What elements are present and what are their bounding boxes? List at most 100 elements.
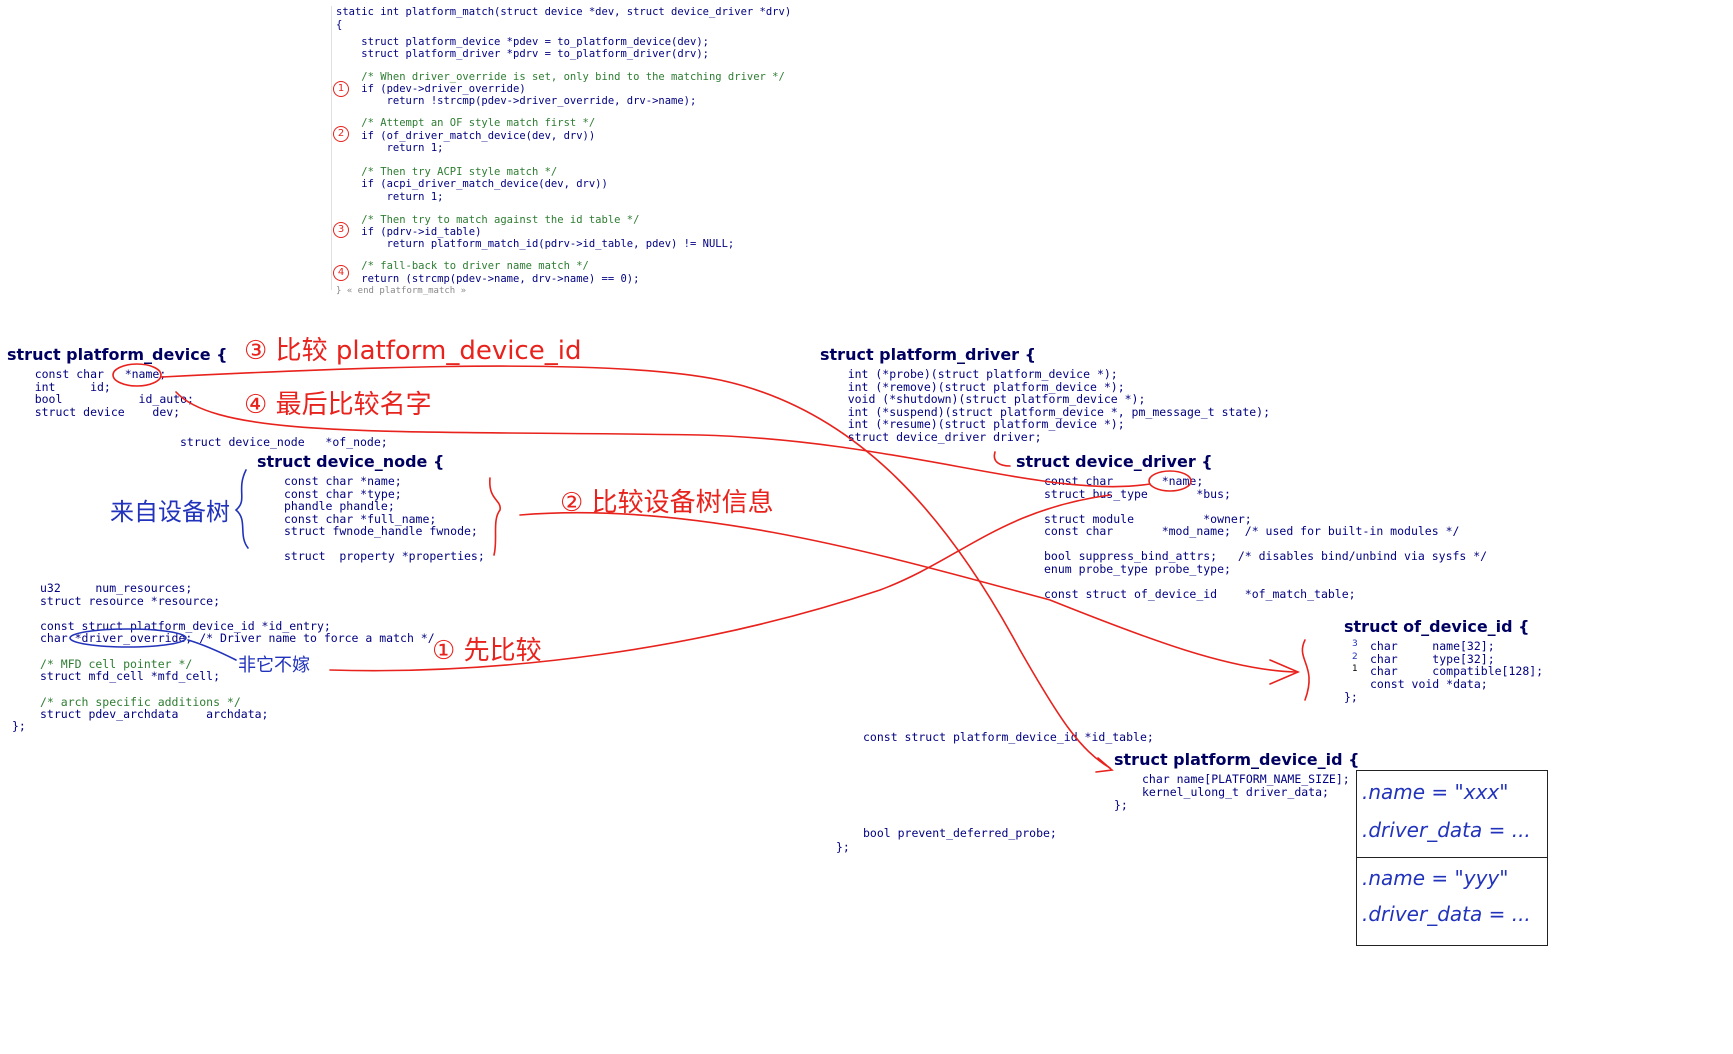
code-line: const char *full_name;: [284, 512, 437, 526]
platform-driver-struct: struct platform_driver { int (*probe)(st…: [820, 347, 1300, 448]
code-line: } « end platform_match »: [336, 286, 467, 296]
code-line: };: [1344, 690, 1358, 704]
code-line: struct module *owner;: [1044, 512, 1252, 526]
code-line: {: [336, 19, 343, 31]
code-line: char name[PLATFORM_NAME_SIZE];: [1142, 772, 1350, 786]
arrow-to-device-driver: [993, 451, 1011, 467]
code-comment: /* MFD cell pointer */: [40, 657, 193, 671]
struct-header: struct platform_device_id {: [1114, 750, 1360, 769]
marker-4: 4: [333, 263, 349, 281]
annotation-step4: ④ 最后比较名字: [244, 390, 432, 420]
code-line: int (*remove)(struct platform_device *);: [820, 380, 1125, 394]
code-line: struct resource *resource;: [40, 594, 221, 608]
brace-device-node: [489, 477, 501, 556]
box-row2-data: .driver_data = ...: [1362, 902, 1531, 926]
platform-device-tail: u32 num_resources; struct resource *reso…: [40, 581, 460, 741]
arrow-step1: [329, 494, 1111, 672]
annotation-step1: ① 先比较: [432, 636, 542, 666]
code-line: char name[32];: [1370, 639, 1495, 653]
annotation-device-tree: 来自设备树: [110, 498, 230, 526]
code-line: struct device dev;: [7, 405, 181, 419]
device-driver-struct: struct device_driver { const char *name;…: [1016, 452, 1536, 605]
code-comment: /* fall-back to driver name match */: [336, 260, 589, 272]
code-line: struct device_driver driver;: [820, 430, 1042, 444]
code-line: struct fwnode_handle fwnode;: [284, 524, 478, 538]
code-line: const char *type;: [284, 487, 402, 501]
driver-override-circle: [69, 628, 187, 648]
struct-header: struct of_device_id {: [1344, 617, 1530, 636]
code-line: struct mfd_cell *mfd_cell;: [40, 669, 221, 683]
code-line: struct platform_driver *pdrv = to_platfo…: [336, 48, 709, 60]
code-line: return platform_match_id(pdrv->id_table,…: [336, 238, 735, 250]
code-line: int id;: [7, 380, 111, 394]
id-table-box: [1356, 770, 1548, 946]
code-line: enum probe_type probe_type;: [1044, 562, 1231, 576]
code-gutter: [331, 6, 332, 290]
prevent-deferred-line: bool prevent_deferred_probe;: [863, 826, 1057, 840]
code-line: struct bus_type *bus;: [1044, 487, 1231, 501]
code-line: phandle phandle;: [284, 499, 395, 513]
code-line: };: [1114, 798, 1128, 812]
name-circle: [112, 363, 162, 387]
of-marker-1: 1: [1352, 664, 1358, 674]
platform-device-id-struct: struct platform_device_id { char name[PL…: [1114, 752, 1360, 813]
struct-header: struct device_driver {: [1016, 452, 1213, 471]
code-line: return 1;: [336, 142, 444, 154]
code-line: return 1;: [336, 191, 444, 203]
annotation-exclusive: 非它不嫁: [238, 655, 310, 676]
code-line: char compatible[128];: [1370, 664, 1544, 678]
code-comment: /* Then try to match against the id tabl…: [336, 214, 640, 226]
code-line: bool suppress_bind_attrs; /* disables bi…: [1044, 549, 1488, 563]
marker-1: 1: [333, 79, 349, 97]
arrow-exclusive: [187, 639, 237, 661]
code-line: if (acpi_driver_match_device(dev, drv)): [336, 178, 608, 190]
code-line: if (pdev->driver_override): [336, 83, 526, 95]
code-line: kernel_ulong_t driver_data;: [1142, 785, 1329, 799]
marker-2: 2: [333, 124, 349, 142]
arrow-step2: [519, 511, 1296, 673]
platform-match-code: static int platform_match(struct device …: [336, 6, 816, 296]
of-device-id-struct: struct of_device_id { char name[32]; cha…: [1344, 617, 1544, 705]
code-line: if (of_driver_match_device(dev, drv)): [336, 130, 596, 142]
annotation-step3: ③ 比较 platform_device_id: [244, 336, 582, 366]
arrowhead-step2: [1269, 659, 1301, 685]
code-line: const char *name;: [7, 367, 167, 381]
code-line: u32 num_resources;: [40, 581, 193, 595]
platform-driver-close: };: [836, 840, 850, 854]
struct-header: struct device_node {: [257, 452, 445, 471]
code-line: return !strcmp(pdev->driver_override, dr…: [336, 95, 697, 107]
code-line: void (*shutdown)(struct platform_device …: [820, 392, 1146, 406]
driver-name-circle: [1148, 470, 1192, 492]
of-node-line: struct device_node *of_node;: [180, 435, 388, 449]
code-line: struct pdev_archdata archdata;: [40, 707, 269, 721]
box-row1-name: .name = "xxx": [1362, 780, 1509, 804]
arrow-step4: [175, 391, 1151, 488]
code-line: static int platform_match(struct device …: [336, 6, 792, 18]
struct-header: struct platform_device {: [7, 345, 228, 364]
code-line: char *driver_override; /* Driver name to…: [40, 631, 435, 645]
box-row1-data: .driver_data = ...: [1362, 818, 1531, 842]
device-node-struct: struct device_node { const char *name; c…: [257, 452, 517, 565]
annotation-step2: ② 比较设备树信息: [560, 488, 774, 518]
code-line: struct property *properties;: [284, 549, 485, 563]
of-marker-3: 3: [1352, 639, 1358, 649]
platform-device-close: };: [12, 719, 26, 733]
arrowhead-step3: [1095, 757, 1114, 773]
code-comment: /* When driver_override is set, only bin…: [336, 71, 785, 83]
code-line: const struct of_device_id *of_match_tabl…: [1044, 587, 1356, 601]
code-line: int (*probe)(struct platform_device *);: [820, 367, 1118, 381]
of-marker-2: 2: [1352, 652, 1358, 662]
code-line: return (strcmp(pdev->name, drv->name) ==…: [336, 273, 640, 285]
code-comment: /* arch specific additions */: [40, 695, 241, 709]
code-line: const char *mod_name; /* used for built-…: [1044, 524, 1460, 538]
code-line: if (pdrv->id_table): [336, 226, 482, 238]
code-line: char type[32];: [1370, 652, 1495, 666]
code-comment: /* Then try ACPI style match */: [336, 166, 558, 178]
box-divider: [1356, 857, 1548, 858]
code-line: int (*resume)(struct platform_device *);: [820, 417, 1125, 431]
code-line: int (*suspend)(struct platform_device *,…: [820, 405, 1271, 419]
code-line: const void *data;: [1370, 677, 1488, 691]
id-table-line: const struct platform_device_id *id_tabl…: [863, 730, 1154, 744]
marker-3: 3: [333, 220, 349, 238]
code-line: struct platform_device *pdev = to_platfo…: [336, 36, 709, 48]
